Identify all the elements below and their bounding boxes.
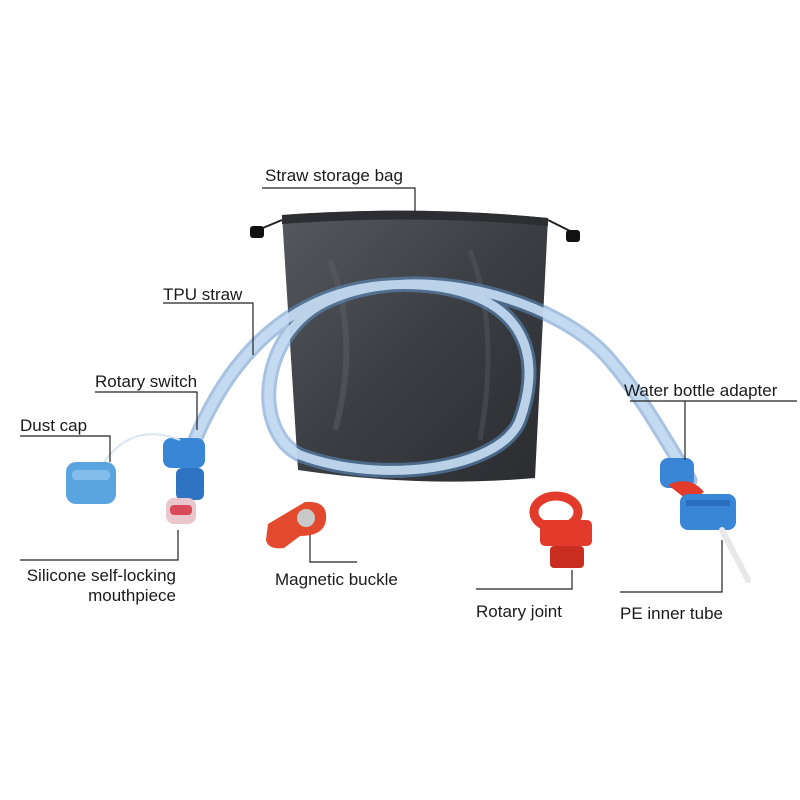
label-tpu-straw: TPU straw	[163, 285, 243, 304]
label-silicone-mouthpiece: Silicone self-locking mouthpiece	[10, 566, 176, 606]
label-rotary-switch: Rotary switch	[95, 372, 198, 391]
label-silicone-mouthpiece-line2: mouthpiece	[88, 586, 176, 605]
silicone-mouthpiece	[166, 498, 196, 524]
label-magnetic-buckle: Magnetic buckle	[275, 570, 398, 589]
label-dust-cap: Dust cap	[20, 416, 88, 435]
pe-inner-tube	[719, 527, 751, 583]
label-rotary-joint: Rotary joint	[476, 602, 562, 621]
water-bottle-adapter	[660, 458, 736, 530]
magnetic-buckle	[266, 501, 327, 549]
label-water-bottle-adapter: Water bottle adapter	[624, 381, 778, 400]
leader-lines	[20, 187, 797, 593]
label-straw-storage-bag: Straw storage bag	[265, 166, 403, 185]
straw-storage-bag	[250, 210, 580, 482]
rotary-joint	[529, 491, 592, 568]
rotary-switch	[163, 438, 205, 500]
drawstring-toggle-left	[250, 226, 264, 238]
dust-cap	[66, 433, 181, 504]
tpu-straw	[187, 276, 698, 488]
drawstring-toggle-right	[566, 230, 580, 242]
label-silicone-mouthpiece-line1: Silicone self-locking	[26, 566, 176, 585]
label-pe-inner-tube: PE inner tube	[620, 604, 724, 623]
